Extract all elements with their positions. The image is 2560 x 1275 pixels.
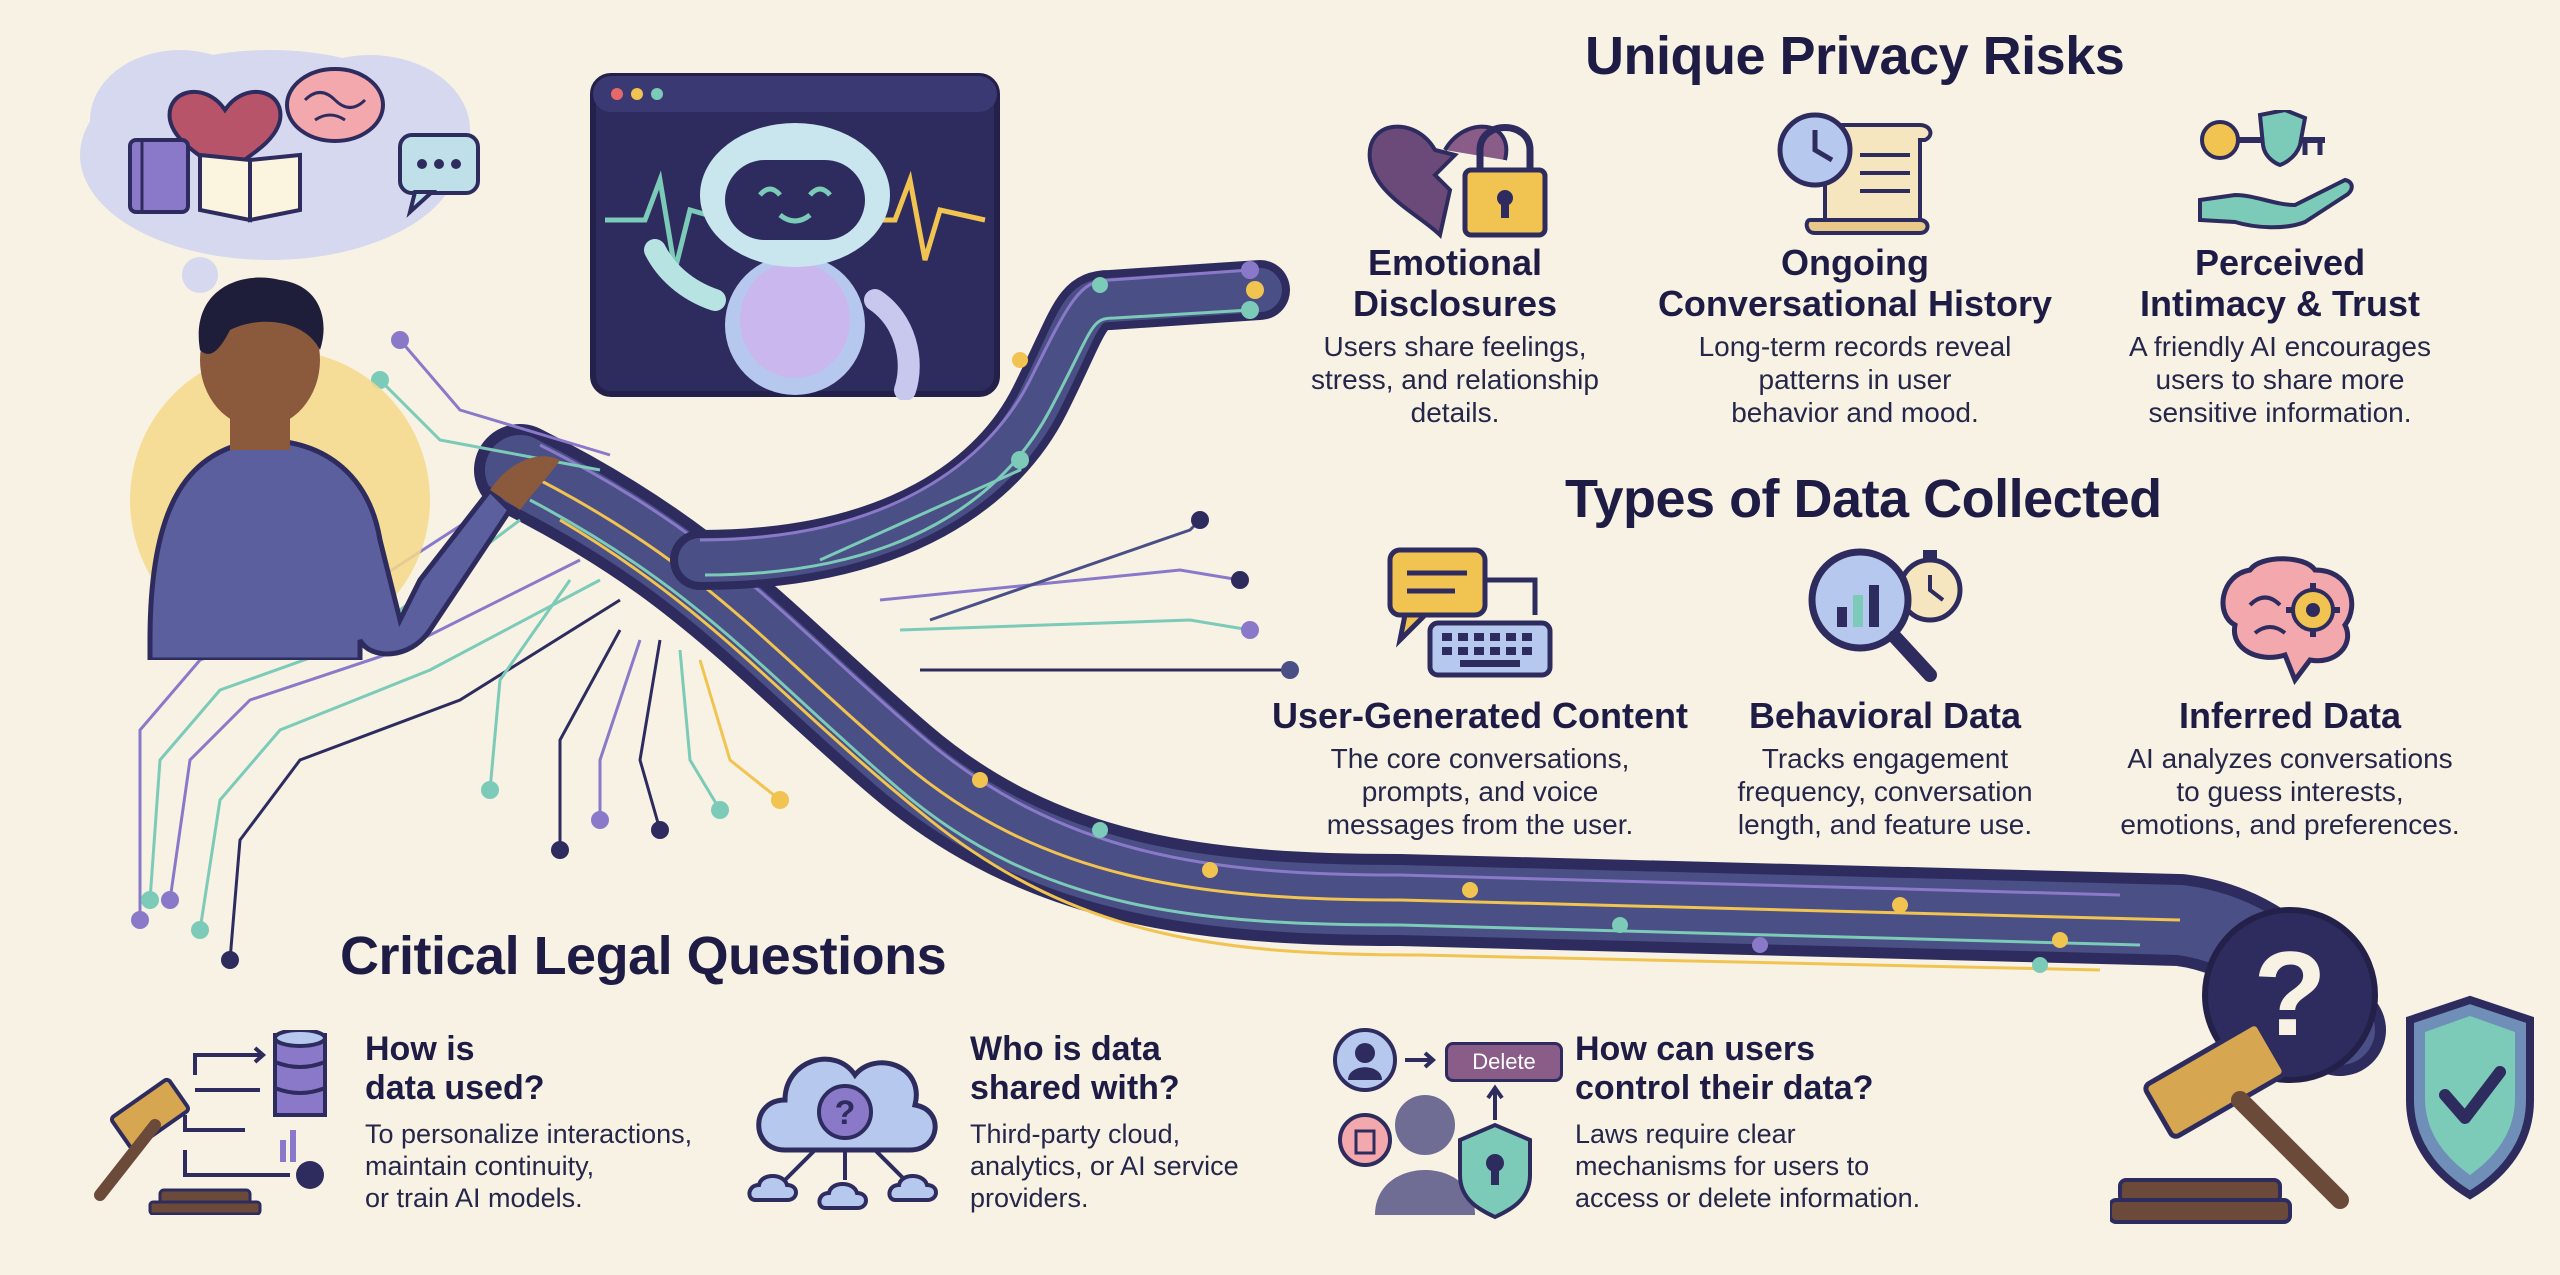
legal-desc-usage: To personalize interactions, maintain co… (365, 1119, 693, 1213)
robot-icon (644, 123, 920, 400)
data-desc-user-generated: The core conversations, prompts, and voi… (1326, 743, 1634, 840)
circuit-nodes (131, 261, 2068, 973)
chat-bubble-icon (398, 133, 480, 218)
ai-chatbot-window (590, 73, 1000, 400)
open-book-icon (198, 152, 302, 223)
gavel-database-icon (94, 1030, 327, 1215)
risks-heading: Unique Privacy Risks (1585, 26, 2125, 86)
delete-button-illustration: Delete (1445, 1042, 1563, 1082)
risk-desc-intimacy: A friendly AI encourages users to share … (2129, 331, 2431, 428)
legal-heading: Critical Legal Questions (340, 926, 947, 986)
legal-desc-control: Laws require clear mechanisms for users … (1575, 1119, 1921, 1213)
data-title-behavioral: Behavioral Data (1748, 695, 2022, 736)
magnifier-stopwatch-icon (1808, 548, 1963, 682)
broken-heart-lock-icon (1367, 124, 1548, 239)
clock-scroll-icon (1777, 112, 1933, 235)
data-title-user-generated: User-Generated Content (1271, 695, 1689, 736)
hand-key-icon (2198, 110, 2354, 230)
upper-branch-trace (670, 260, 1290, 590)
data-types-heading: Types of Data Collected (1565, 469, 2162, 529)
legal-title-sharing: Who is data shared with? (970, 1030, 1180, 1107)
brain-gear-icon (2220, 556, 2355, 685)
shield-check-icon (2406, 995, 2534, 1200)
risk-title-emotional: Emotional Disclosures (1352, 242, 1558, 324)
notebook-icon (128, 138, 190, 214)
chat-keyboard-icon (1387, 547, 1553, 678)
risk-desc-emotional: Users share feelings, stress, and relati… (1311, 331, 1599, 428)
gavel-icon-large (2110, 1021, 2349, 1224)
data-desc-inferred: AI analyzes conversations to guess inter… (2120, 743, 2460, 840)
legal-desc-sharing: Third-party cloud, analytics, or AI serv… (970, 1119, 1239, 1213)
brain-icon (285, 67, 385, 143)
person-illustration (80, 50, 560, 660)
legal-emblem: ? (2110, 907, 2534, 1224)
legal-title-usage: How is data used? (365, 1030, 545, 1107)
user-delete-shield-icon (1333, 1028, 1532, 1220)
data-desc-behavioral: Tracks engagement frequency, conversatio… (1737, 743, 2033, 840)
legal-title-control: How can users control their data? (1575, 1030, 1874, 1107)
data-title-inferred: Inferred Data (2178, 695, 2402, 736)
svg-text:?: ? (835, 1094, 856, 1132)
cloud-question-icon: ? (747, 1056, 938, 1210)
risk-title-intimacy: Perceived Intimacy & Trust (2139, 242, 2421, 324)
gavel-icon (94, 1077, 262, 1215)
risk-title-history: Ongoing Conversational History (1657, 242, 2053, 324)
risk-desc-history: Long-term records reveal patterns in use… (1698, 331, 2012, 428)
database-icon (273, 1030, 327, 1117)
person-figure (147, 277, 560, 660)
